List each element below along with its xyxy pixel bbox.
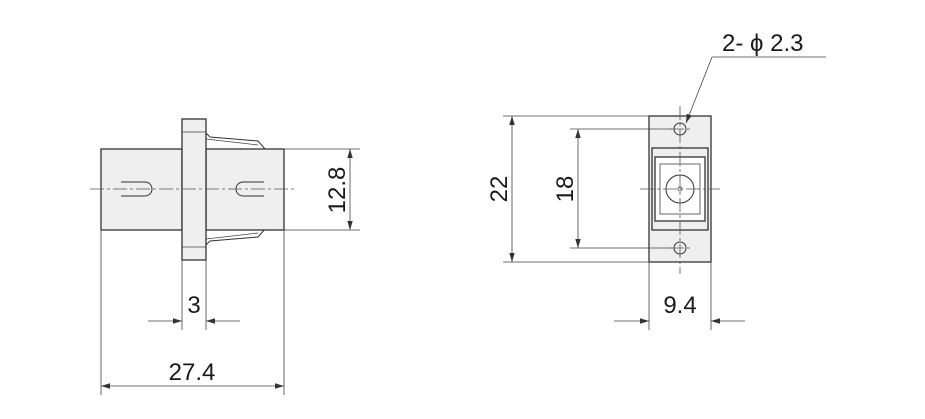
side-view: 12.8 3 27.4 [90, 118, 360, 395]
left-body [100, 148, 183, 231]
total-length-label: 27.4 [169, 359, 216, 386]
flange [181, 118, 207, 261]
top-latch [205, 132, 266, 150]
hole-callout-label: 2- ϕ 2.3 [722, 30, 803, 57]
front-view: 22 18 9.4 2- ϕ 2.3 [486, 30, 826, 330]
front-height-label: 22 [486, 176, 513, 203]
bottom-latch-inner [205, 232, 259, 240]
front-width-label: 9.4 [663, 292, 696, 319]
right-body [205, 148, 285, 231]
hole-pitch-label: 18 [552, 176, 579, 203]
left-slot [121, 181, 153, 197]
bottom-latch [205, 228, 266, 246]
top-latch-inner [205, 138, 259, 146]
flange-thickness-label: 3 [187, 292, 200, 319]
side-width-label: 12.8 [324, 167, 351, 214]
